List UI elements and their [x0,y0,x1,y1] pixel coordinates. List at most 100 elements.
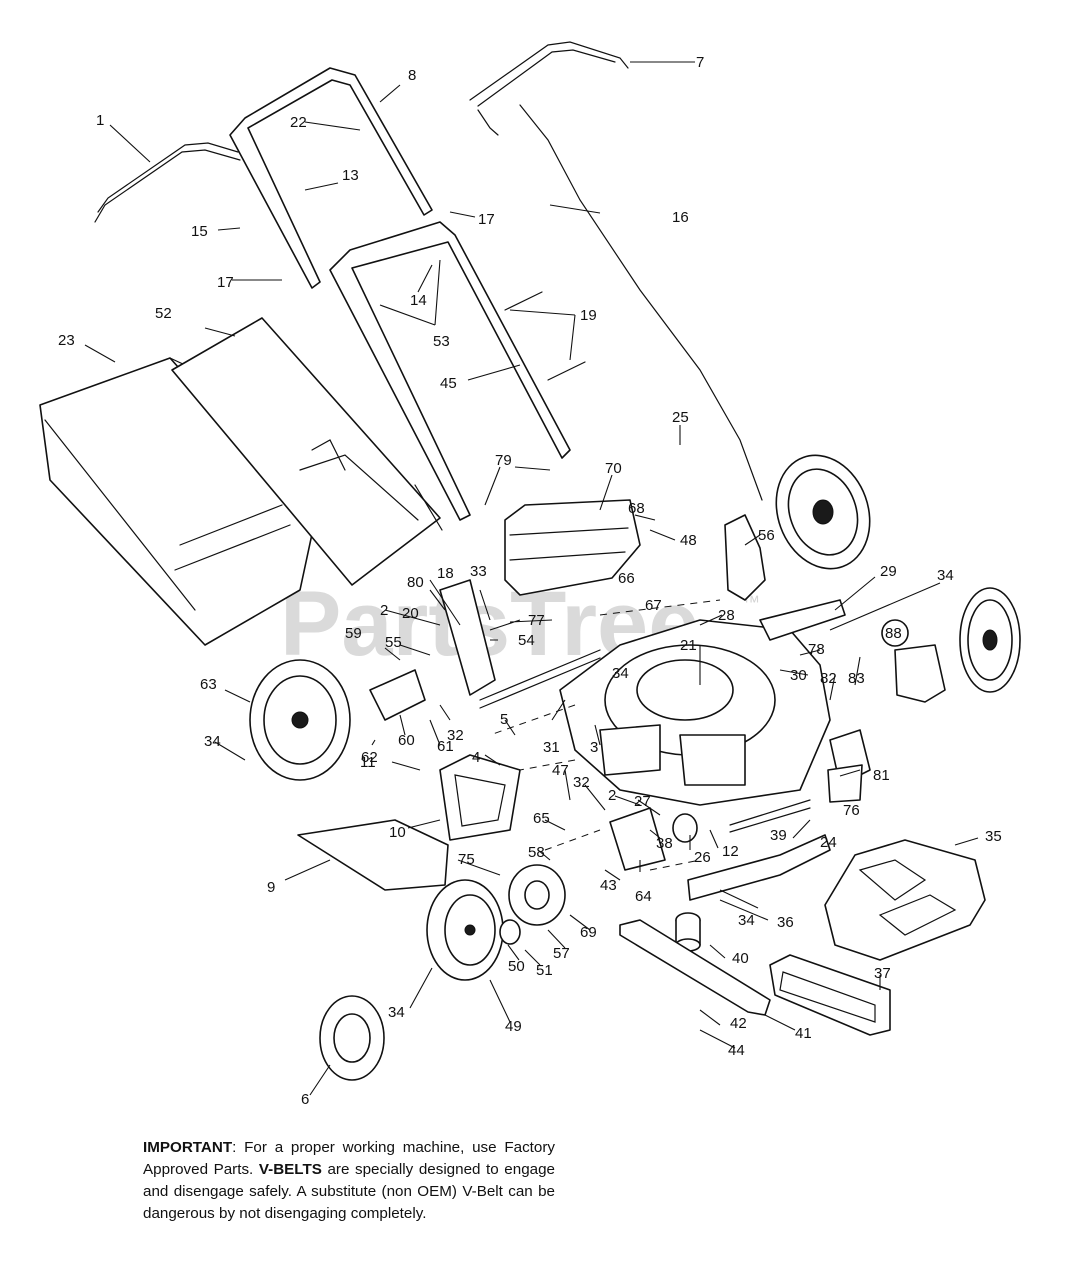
transmission-bracket [609,807,666,871]
drive-bail [469,41,629,136]
callout-label: 4 [472,749,480,766]
callout-label: 76 [843,802,860,819]
callout-label: 21 [680,637,697,654]
callout-label: 28 [718,607,735,624]
callout-label: 22 [290,114,307,131]
notice-text-1: : For a proper working machine, use Fact… [143,1139,555,1178]
drive-cable [519,104,763,501]
callout-label: 2 [380,602,388,619]
assembly-line [489,704,576,736]
callout-label: 34 [388,1004,405,1021]
callout-label: 20 [402,605,419,622]
callout-label: 34 [204,733,221,750]
callout-label: 30 [790,667,807,684]
callout-label: 33 [470,563,487,580]
drive-pulley [672,813,698,843]
callout-label: 8 [408,67,416,84]
callout-label: 56 [758,527,775,544]
callout-label: 62 [361,749,378,766]
callout-label: 45 [440,375,457,392]
callout-label: 34 [937,567,954,584]
callout-label: 12 [722,843,739,860]
callout-label: 59 [345,625,362,642]
side-baffle [759,599,846,641]
notice-text-2: are specially designed to engage and dis… [143,1161,555,1222]
callout-label: 9 [267,879,275,896]
engine-pulley-guard [827,729,871,803]
callout-label: 64 [635,888,652,905]
callout-label: 43 [600,877,617,894]
callout-label: 27 [634,793,651,810]
callout-label: 31 [543,739,560,756]
callout-label: 50 [508,958,525,975]
callout-label: 67 [645,597,662,614]
callout-label: 39 [770,827,787,844]
callout-label: 36 [777,914,794,931]
callout-label: 53 [433,333,450,350]
callout-label: 78 [808,641,825,658]
callout-label: 16 [672,209,689,226]
callout-label: 83 [848,670,865,687]
callout-label: 17 [478,211,495,228]
callout-label: 14 [410,292,427,309]
lower-handle [329,221,571,521]
callout-label: 35 [985,828,1002,845]
callout-label: 3 [590,739,598,756]
callout-label: 75 [458,851,475,868]
callout-label: 77 [528,612,545,629]
assembly-line [544,829,601,851]
callout-label: 70 [605,460,622,477]
callout-label: 61 [437,738,454,755]
callout-label: 13 [342,167,359,184]
rear-pivot-plate [439,579,496,696]
callout-label: 15 [191,223,208,240]
rear-wheel-left [249,659,351,781]
callout-label: 5 [500,711,508,728]
v-belt [769,954,891,1036]
callout-label: 17 [217,274,234,291]
callout-label: 32 [447,727,464,744]
rear-door [504,499,641,596]
callout-label: 19 [580,307,597,324]
important-notice: IMPORTANT: For a proper working machine,… [143,1137,555,1225]
callout-label: 54 [518,632,535,649]
callout-label: 63 [200,676,217,693]
callout-label: 1 [96,112,104,129]
callout-label: 48 [680,532,697,549]
callout-label: 41 [795,1025,812,1042]
callout-label: 79 [495,452,512,469]
control-bail [94,142,241,223]
rear-axle [479,649,601,709]
callout-label: 18 [437,565,454,582]
pinion-gear [499,919,521,945]
callout-label: 65 [533,810,550,827]
callout-label: 38 [656,835,673,852]
upper-handle [229,67,433,289]
callout-label: 81 [873,767,890,784]
callout-label: 60 [398,732,415,749]
mulch-plug [439,754,521,841]
callout-label: 6 [301,1091,309,1108]
callout-label: 32 [573,774,590,791]
bolt-19b [547,361,586,381]
callout-label: 66 [618,570,635,587]
height-adjuster-left [369,669,426,721]
callout-label: 55 [385,634,402,651]
callout-label: 52 [155,305,172,322]
callout-label: 10 [389,824,406,841]
callout-label: 42 [730,1015,747,1032]
hubcap [319,995,385,1081]
rear-wheel-far-right [959,587,1021,693]
callout-label: 80 [407,574,424,591]
front-axle [729,799,811,833]
bolt-19a [504,291,543,311]
callout-label: 57 [553,945,570,962]
callout-label: 51 [536,962,553,979]
discharge-chute [297,819,449,891]
callout-label: 34 [738,912,755,929]
mower-deck [559,619,831,806]
important-label: IMPORTANT [143,1139,233,1156]
callout-label: 2 [608,787,616,804]
callout-label: 58 [528,844,545,861]
